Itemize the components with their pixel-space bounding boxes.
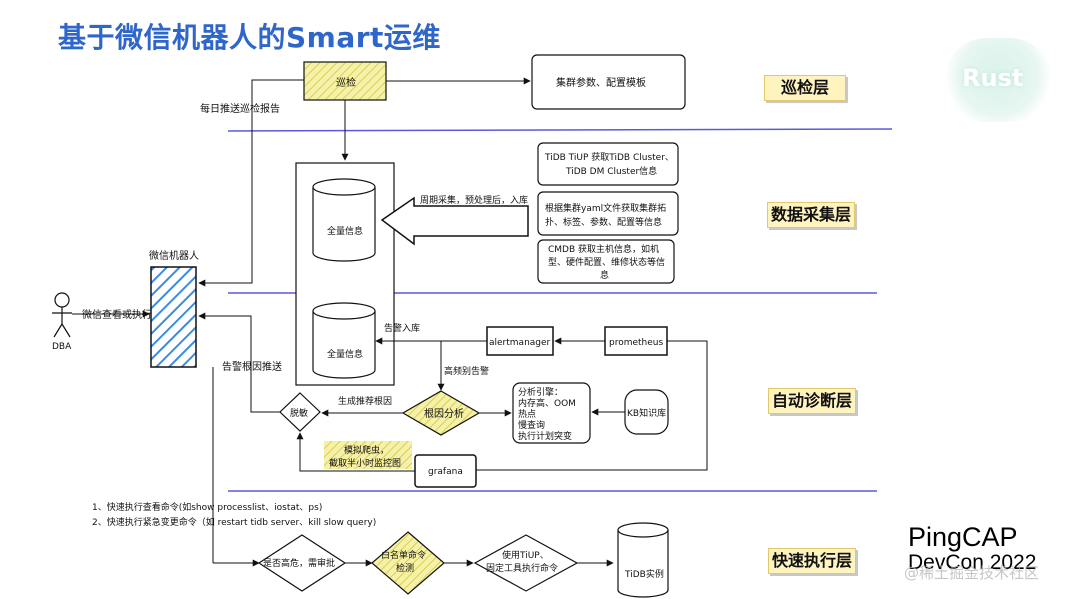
- yaml-line2: 扑、标签、参数、配置等信息: [545, 216, 662, 228]
- layer-label-execution: 快速执行层: [768, 548, 856, 574]
- edge-label-periodic: 周期采集，预处理后，入库: [420, 194, 528, 206]
- high-risk-diamond: [257, 534, 347, 592]
- edge-label-alert-store: 告警入库: [384, 322, 420, 334]
- brand-logo: PingCAP DevCon 2022: [908, 524, 1036, 576]
- dba-label: DBA: [52, 342, 72, 352]
- alertmanager-label: alertmanager: [489, 338, 551, 348]
- crawler-line1: 模拟爬虫，: [344, 444, 389, 456]
- edge-label-gen-root: 生成推荐根因: [338, 395, 392, 407]
- yaml-source-box: [537, 191, 679, 236]
- tiup-line2: TiDB DM Cluster信息: [565, 165, 657, 177]
- prometheus-label: prometheus: [609, 338, 664, 348]
- cmdb-source-box: [537, 239, 675, 284]
- edge-label-wechat-query: 微信查看或执行: [82, 308, 152, 321]
- full-info-bottom-db: [312, 302, 376, 379]
- dba-actor: [52, 292, 72, 338]
- desensitize-diamond: [279, 392, 321, 432]
- tidb-instance-db: [617, 522, 669, 598]
- edge-label-daily-push: 每日推送巡检报告: [200, 102, 280, 115]
- edge-label-root-push: 告警根因推送: [222, 360, 282, 373]
- tiup-line1: TiDB TiUP 获取TiDB Cluster、: [544, 152, 674, 163]
- engine-line5: 执行计划突变: [518, 430, 572, 442]
- ingest-arrow: [380, 196, 529, 246]
- watermark: @稀土掘金技术社区: [904, 564, 1040, 582]
- root-cause-diamond: [401, 390, 481, 436]
- layer-label-diagnosis: 自动诊断层: [768, 388, 856, 414]
- command-example-1: 1、快速执行查看命令(如show processlist、iostat、ps): [92, 501, 322, 513]
- cluster-params-box: [531, 54, 686, 110]
- desensitize-label: 脱敏: [290, 407, 308, 419]
- engine-line4: 慢查询: [518, 419, 545, 431]
- full-info-top-db: [312, 178, 376, 262]
- yaml-line1: 根据集群yaml文件获取集群拓: [545, 202, 666, 214]
- crawler-line2: 截取半小时监控图: [329, 457, 401, 469]
- full-info-bottom-label: 全量信息: [327, 348, 363, 360]
- whitelist-line2: 检测: [396, 562, 414, 574]
- high-risk-label: 是否高危，需审批: [263, 557, 335, 569]
- command-example-2: 2、快速执行紧急变更命令（如 restart tidb server、kill …: [92, 516, 376, 528]
- layer-label-collection: 数据采集层: [767, 202, 855, 228]
- engine-line3: 热点: [518, 408, 536, 420]
- tiup-exec-line1: 使用TiUP、: [502, 549, 549, 561]
- whitelist-diamond: [371, 531, 445, 595]
- edge-label-high-freq: 高频别告警: [444, 365, 489, 377]
- alertmanager-box: [486, 326, 554, 356]
- cmdb-line1: CMDB 获取主机信息，如机: [548, 243, 659, 255]
- engine-line1: 分析引擎：: [518, 386, 563, 398]
- wechat-bot-box: [150, 266, 197, 368]
- engine-line2: 内存高、OOM: [518, 397, 576, 409]
- cluster-params-label: 集群参数、配置模板: [556, 76, 646, 89]
- crawler-note: [324, 441, 412, 469]
- layer-label-inspection: 巡检层: [764, 75, 846, 101]
- brand-line1: PingCAP: [908, 522, 1018, 552]
- tidb-instance-label: TiDB实例: [624, 568, 664, 580]
- rust-badge: Rust: [944, 38, 1052, 122]
- tiup-exec-diamond: [473, 534, 579, 592]
- full-info-top-label: 全量信息: [327, 225, 363, 237]
- wechat-bot-label: 微信机器人: [149, 249, 199, 262]
- inspect-label: 巡检: [336, 76, 356, 89]
- page-title: 基于微信机器人的Smart运维: [58, 21, 441, 54]
- layer-separator: [227, 128, 893, 132]
- grafana-label: grafana: [428, 467, 463, 477]
- brand-line2: DevCon 2022: [908, 551, 1037, 574]
- cmdb-line3: 息: [600, 269, 609, 281]
- prometheus-box: [604, 326, 668, 356]
- whitelist-line1: 白名单命令: [381, 549, 426, 561]
- analysis-engine-box: [512, 382, 591, 444]
- tiup-source-box: [537, 142, 679, 186]
- root-cause-label: 根因分析: [424, 407, 464, 420]
- cmdb-line2: 型、硬件配置、维修状态等信: [548, 256, 665, 268]
- tiup-exec-line2: 固定工具执行命令: [486, 562, 558, 574]
- kb-label: KB知识库: [627, 407, 666, 419]
